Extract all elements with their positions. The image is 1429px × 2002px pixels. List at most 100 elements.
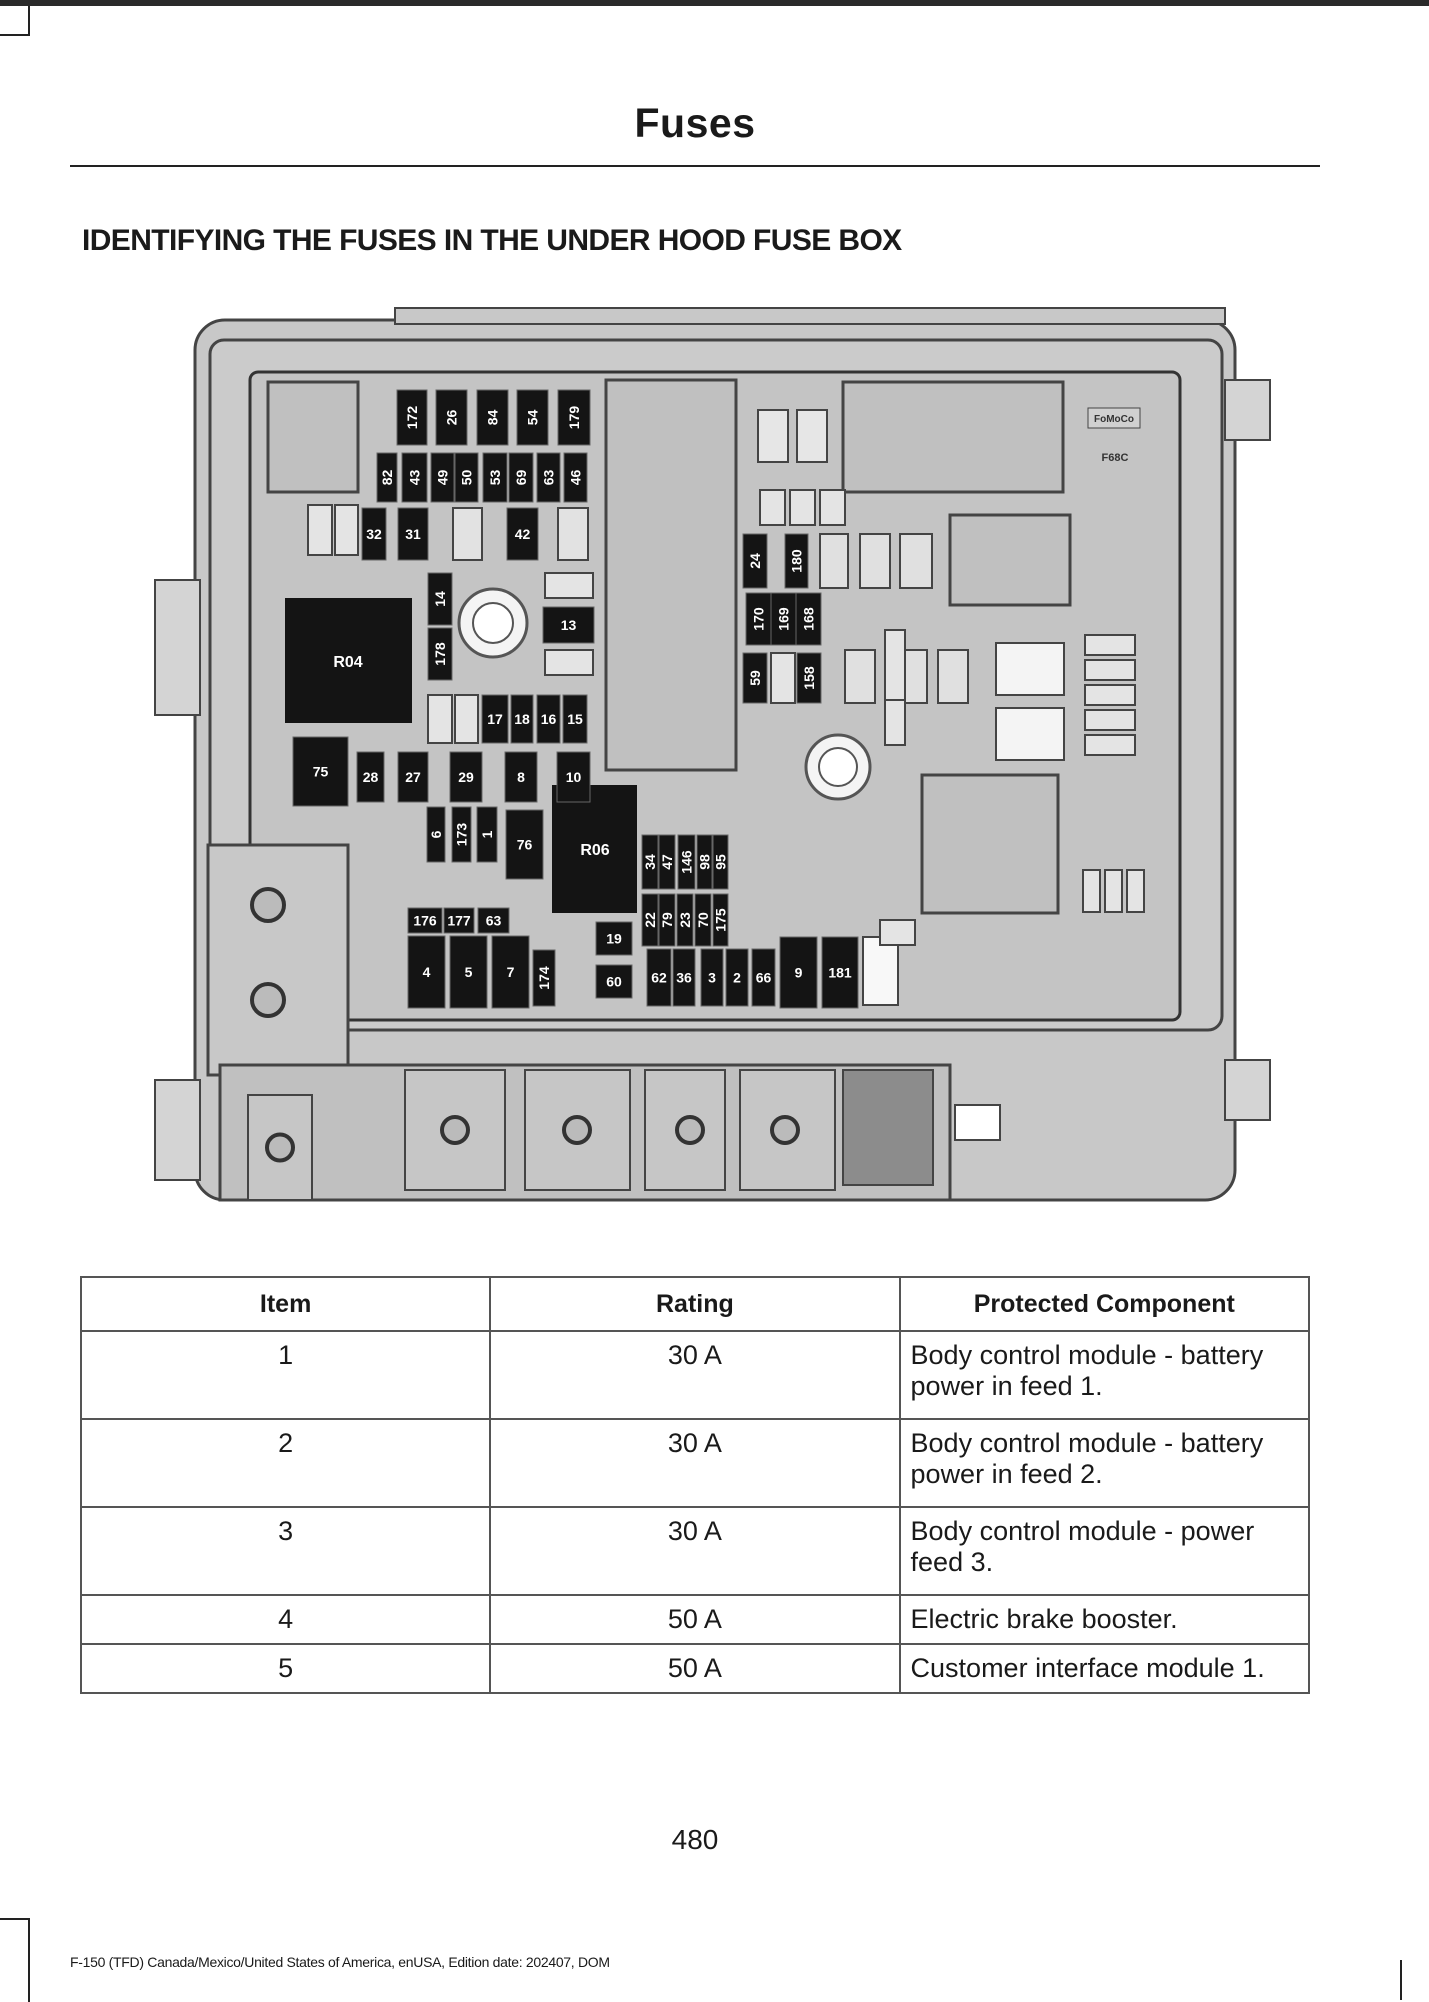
fuse-label: 4: [423, 964, 431, 980]
mini-fuse-slot: [1082, 869, 1101, 913]
fuse-174: [532, 949, 556, 1007]
fuse-label: 60: [606, 974, 622, 990]
fuse-53: [482, 452, 508, 503]
bolt-stud: [472, 602, 514, 644]
fuse-label: 6: [428, 830, 444, 838]
fuse-59: [742, 652, 768, 704]
fuse-label: 2: [733, 970, 741, 986]
fuse-label: 177: [447, 913, 471, 929]
fuse-label: 47: [659, 854, 675, 870]
fuse-label: 8: [517, 769, 525, 785]
relay-r04: [285, 598, 412, 723]
fuse-10: [556, 751, 591, 803]
spare-fuse: [757, 409, 789, 463]
fuse-label: 7: [507, 964, 515, 980]
cell-rating: 50 A: [489, 1643, 901, 1694]
mini-fuse-slot: [884, 699, 906, 746]
fuse-label: 98: [697, 854, 713, 870]
table-header-row: Item Rating Protected Component: [79, 1276, 1311, 1332]
fuse-label: 27: [405, 769, 421, 785]
page-title: Fuses: [634, 100, 756, 146]
relay-socket: [604, 378, 738, 772]
fuse-13: [542, 606, 595, 644]
fuse-24: [742, 533, 768, 589]
fuse-label: 28: [363, 769, 379, 785]
relay-socket: [841, 380, 1065, 494]
fuse-label: 173: [454, 823, 470, 847]
bolt-stud: [818, 747, 858, 787]
fuse-66: [751, 948, 776, 1007]
cell-component: Customer interface module 1.: [898, 1643, 1311, 1694]
mini-fuse-slot: [544, 649, 594, 676]
fuse-69: [508, 452, 534, 503]
fuse-180: [784, 533, 809, 589]
fuse-label: 69: [513, 470, 529, 486]
fuse-label: 180: [789, 549, 805, 573]
fuse-158: [796, 652, 822, 704]
fuse-27: [397, 751, 429, 803]
fuse-36: [672, 948, 696, 1007]
fuse-28: [356, 751, 385, 803]
cell-rating: 30 A: [489, 1506, 901, 1596]
relay-socket: [266, 380, 360, 494]
fuse-label: 82: [379, 470, 395, 486]
fuse-label: 178: [432, 642, 448, 666]
terminal-stud: [770, 1115, 800, 1145]
fuse-3: [700, 948, 724, 1007]
terminal-stud: [675, 1115, 705, 1145]
fuse-82: [376, 452, 398, 503]
fuse-label: 14: [432, 591, 448, 607]
fuse-15: [562, 694, 588, 744]
fuse-173: [451, 806, 472, 863]
fuse-label: 66: [756, 970, 772, 986]
fuse-label: 179: [566, 406, 582, 430]
mini-fuse-slot: [307, 504, 333, 556]
fuse-label: 46: [568, 470, 584, 486]
fuse-8: [504, 751, 538, 803]
part-code: F68C: [1102, 452, 1129, 464]
fuse-54: [516, 389, 549, 446]
fuse-79: [658, 893, 676, 947]
fuse-label: 13: [561, 617, 577, 633]
fuse-34: [641, 834, 659, 890]
spare-fuse: [557, 507, 589, 561]
fuse-label: 63: [541, 470, 557, 486]
crop-mark: [0, 1918, 30, 2002]
fuse-label: 54: [525, 410, 541, 426]
relay-r04-label: R04: [333, 654, 362, 671]
fuse-label: 75: [313, 764, 329, 780]
fuse-18: [510, 694, 534, 744]
spare-fuse: [844, 649, 876, 704]
fuse-label: 42: [515, 526, 531, 542]
fuse-label: 95: [713, 854, 729, 870]
fuse-label: 29: [458, 769, 474, 785]
housing-left-clip: [154, 1079, 201, 1181]
mini-fuse-slot: [789, 489, 816, 526]
fuse-label: 84: [485, 410, 501, 426]
fuse-170: [745, 592, 772, 646]
crop-mark: [1400, 1960, 1403, 2000]
fuse-62: [646, 948, 672, 1007]
fuse-7: [491, 935, 530, 1009]
fuse-49: [430, 452, 455, 503]
fuse-label: 1: [479, 830, 495, 838]
connector-block: [842, 1069, 934, 1186]
spare-fuse: [899, 533, 933, 589]
mini-fuse-slot: [759, 489, 786, 526]
spare-relay: [995, 642, 1065, 696]
housing-right-clip: [1224, 379, 1271, 441]
fuse-169: [770, 592, 797, 646]
mini-fuse-slot: [1084, 734, 1136, 756]
fuse-label: 34: [642, 854, 658, 870]
mini-fuse-slot: [819, 489, 846, 526]
relay-socket: [920, 773, 1060, 915]
terminal-stud: [440, 1115, 470, 1145]
mini-fuse-slot: [427, 694, 453, 744]
page-number: 480: [671, 1824, 719, 1855]
fuse-label: 22: [642, 912, 658, 928]
terminal-stud: [562, 1115, 592, 1145]
cell-item: 5: [79, 1643, 492, 1694]
spare-fuse: [796, 409, 828, 463]
spare-fuse: [859, 533, 891, 589]
fuse-19: [595, 921, 633, 956]
